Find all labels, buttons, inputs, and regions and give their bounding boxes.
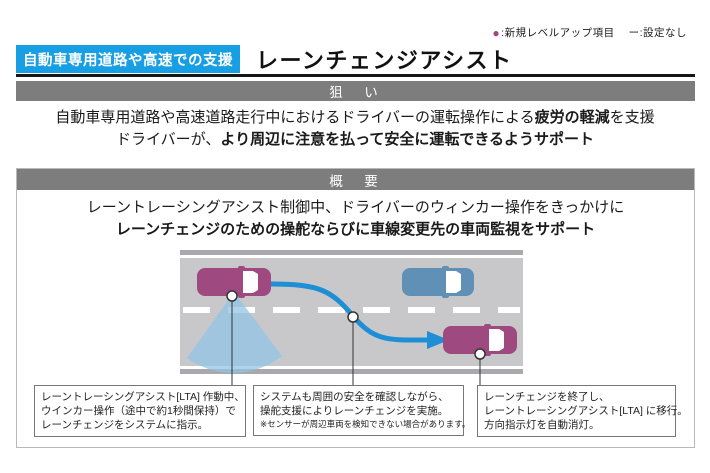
overview-description: レーントレーシングアシスト制御中、ドライバーのウィンカー操作をきっかけに レーン… <box>17 197 694 241</box>
aim-description: 自動車専用道路や高速道路走行中におけるドライバーの運転操作による疲労の軽減を支援… <box>0 107 710 151</box>
legend-new-item-label: :新規レベルアップ項目 <box>501 27 615 39</box>
page-title: レーンチェンジアシスト <box>256 48 513 73</box>
lane-change-diagram: レーントレーシングアシスト[LTA] 作動中、 ウインカー操作（途中で約1秒間保… <box>17 244 694 448</box>
ego-car-start-icon <box>197 266 271 298</box>
callout-step-3: レーンチェンジを終了し、 レーントレーシングアシスト[LTA] に移行。 方向指… <box>477 385 688 438</box>
category-badge: 自動車専用道路や高速での支援 <box>16 45 240 73</box>
road-bottom-edge <box>180 369 523 374</box>
legend-none-label: ー:設定なし <box>628 27 687 39</box>
sensor-fan-icon <box>187 292 282 373</box>
title-rule <box>16 74 695 77</box>
lane-change-arrowhead-icon <box>427 331 449 349</box>
aim-section-heading: 狙 い <box>16 81 695 101</box>
overview-section: 概 要 レーントレーシングアシスト制御中、ドライバーのウィンカー操作をきっかけに… <box>16 168 695 448</box>
aim-line-1: 自動車専用道路や高速道路走行中におけるドライバーの運転操作による疲労の軽減を支援 <box>55 109 655 126</box>
callout-1-anchor-icon <box>226 290 238 302</box>
legend: ●:新規レベルアップ項目 ー:設定なし <box>492 25 687 40</box>
overview-line-1: レーントレーシングアシスト制御中、ドライバーのウィンカー操作をきっかけに <box>86 199 625 216</box>
callout-2-anchor-icon <box>347 311 359 323</box>
callout-step-2-note: ※センサーが周辺車両を検知できない場合があります。 <box>260 419 471 430</box>
callout-step-1: レーントレーシングアシスト[LTA] 作動中、 ウインカー操作（途中で約1秒間保… <box>34 385 246 438</box>
other-vehicle-icon <box>402 266 474 298</box>
road-diagram-graphic <box>180 250 523 386</box>
new-item-dot-icon: ● <box>492 25 501 40</box>
callout-step-2: システムも周囲の安全を確認しながら、 操舵支援によりレーンチェンジを実施。 ※セ… <box>253 385 471 436</box>
aim-line-2: ドライバーが、より周辺に注意を払って安全に運転できるようサポート <box>115 131 595 148</box>
callout-3-anchor-icon <box>474 348 486 360</box>
ego-car-end-icon <box>443 324 517 356</box>
page-header: 自動車専用道路や高速での支援 レーンチェンジアシスト <box>16 43 695 75</box>
overview-line-2: レーンチェンジのための操舵ならびに車線変更先の車両監視をサポート <box>115 221 596 238</box>
overview-section-heading: 概 要 <box>17 169 694 190</box>
road-top-edge <box>180 250 523 255</box>
